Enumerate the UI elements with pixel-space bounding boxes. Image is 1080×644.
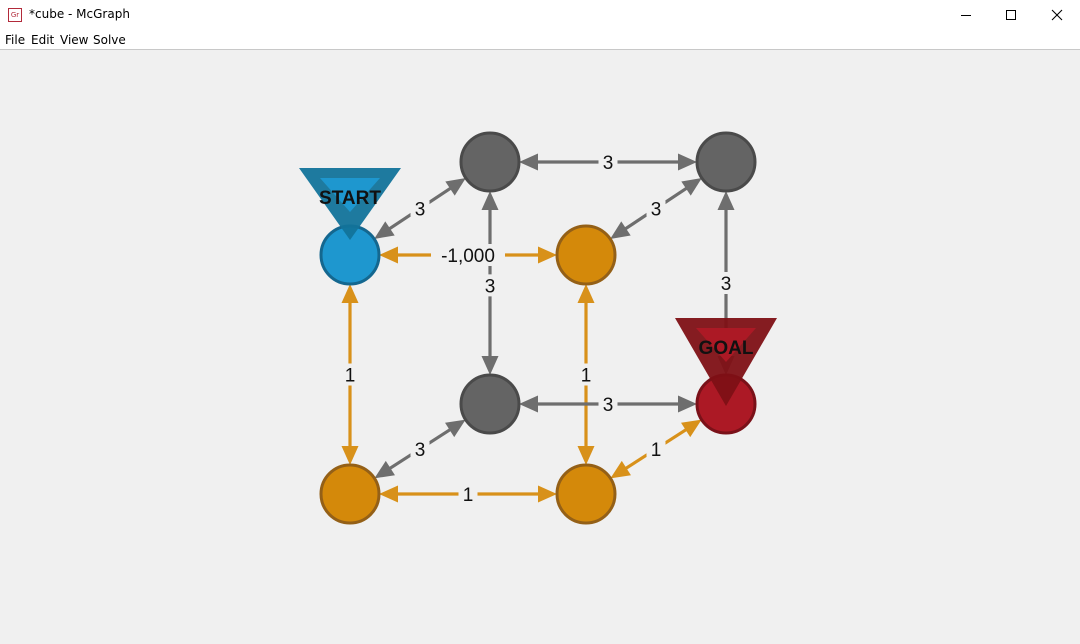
edge-label-bg: [598, 151, 618, 173]
maximize-button[interactable]: [988, 0, 1034, 30]
edge-weight-label: 3: [603, 153, 614, 174]
edge-label-bg: [598, 393, 618, 415]
node-n-bottom-mid[interactable]: [555, 463, 617, 525]
arrowhead-icon: [481, 356, 499, 375]
arrowhead-icon: [538, 246, 557, 264]
menu-solve[interactable]: Solve: [93, 33, 126, 47]
arrowhead-icon: [519, 395, 538, 413]
edge-label-bg: [480, 274, 500, 297]
edges-layer: [341, 153, 735, 503]
edge-label-bg: [340, 363, 360, 386]
node-n-center[interactable]: [555, 224, 617, 286]
edge-weight-label: 1: [345, 366, 356, 387]
marker-inner-triangle-icon: [696, 328, 756, 362]
start-label: START: [319, 188, 381, 209]
edge-label-bg: [716, 272, 736, 294]
minimize-icon: [961, 15, 971, 16]
edge-label-bg: [410, 438, 430, 460]
arrowhead-icon: [445, 419, 466, 438]
title-bar: Gr *cube - McGraph: [0, 0, 1080, 30]
marker-inner-triangle-icon: [320, 178, 380, 212]
edge-label-bg: [431, 244, 505, 266]
arrowhead-icon: [678, 153, 697, 171]
nodes-layer: [319, 131, 757, 525]
arrowhead-icon: [519, 153, 538, 171]
node-n-top-mid[interactable]: [459, 131, 521, 193]
edge-weight-label: 3: [721, 274, 732, 295]
edge-weight-label: 1: [581, 366, 592, 387]
edge-label-bg: [410, 197, 430, 220]
start-marker: START: [299, 168, 401, 240]
app-icon: Gr: [8, 8, 22, 22]
markers-layer: START GOAL: [299, 168, 777, 406]
arrowhead-icon: [445, 178, 466, 196]
arrowhead-icon: [374, 460, 395, 479]
maximize-icon: [1006, 10, 1016, 20]
arrowhead-icon: [610, 221, 631, 239]
arrowhead-icon: [717, 191, 735, 210]
edge-label-bg: [458, 483, 478, 505]
edge-label-bg: [646, 438, 666, 460]
edge-weight-label: 3: [651, 200, 662, 221]
arrowhead-icon: [341, 284, 359, 303]
arrowhead-icon: [577, 284, 595, 303]
edge-weight-label: -1,000: [441, 246, 495, 267]
minimize-button[interactable]: [943, 0, 989, 30]
node-n-mid-bottom[interactable]: [459, 373, 521, 435]
close-icon: [1051, 9, 1063, 21]
edge-weight-label: 3: [485, 276, 496, 297]
close-button[interactable]: [1034, 0, 1080, 30]
edge-weight-label: 1: [651, 440, 662, 461]
menu-edit[interactable]: Edit: [31, 33, 55, 47]
arrowhead-icon: [538, 485, 557, 503]
goal-marker: GOAL: [675, 318, 777, 406]
arrowhead-icon: [610, 460, 631, 479]
arrowhead-icon: [374, 221, 395, 239]
arrowhead-icon: [341, 446, 359, 465]
menu-bar: File Edit View Solve: [0, 30, 1080, 50]
arrowhead-icon: [379, 246, 398, 264]
edge-weight-label: 1: [463, 485, 474, 506]
arrowhead-icon: [678, 395, 697, 413]
edge-label-bg: [576, 363, 596, 386]
window-title: *cube - McGraph: [29, 7, 130, 21]
arrowhead-icon: [379, 485, 398, 503]
arrowhead-icon: [681, 419, 702, 438]
edge-label-bg: [646, 197, 666, 220]
arrowhead-icon: [681, 178, 702, 196]
menu-view[interactable]: View: [60, 33, 89, 47]
arrowhead-icon: [577, 446, 595, 465]
goal-label: GOAL: [699, 338, 754, 359]
node-n-bottom-left[interactable]: [319, 463, 381, 525]
arrowhead-icon: [481, 191, 499, 210]
edge-weight-label: 3: [415, 440, 426, 461]
edge-weight-label: 3: [415, 200, 426, 221]
node-n-top-right[interactable]: [695, 131, 757, 193]
menu-file[interactable]: File: [5, 33, 26, 47]
edge-weight-label: 3: [603, 395, 614, 416]
